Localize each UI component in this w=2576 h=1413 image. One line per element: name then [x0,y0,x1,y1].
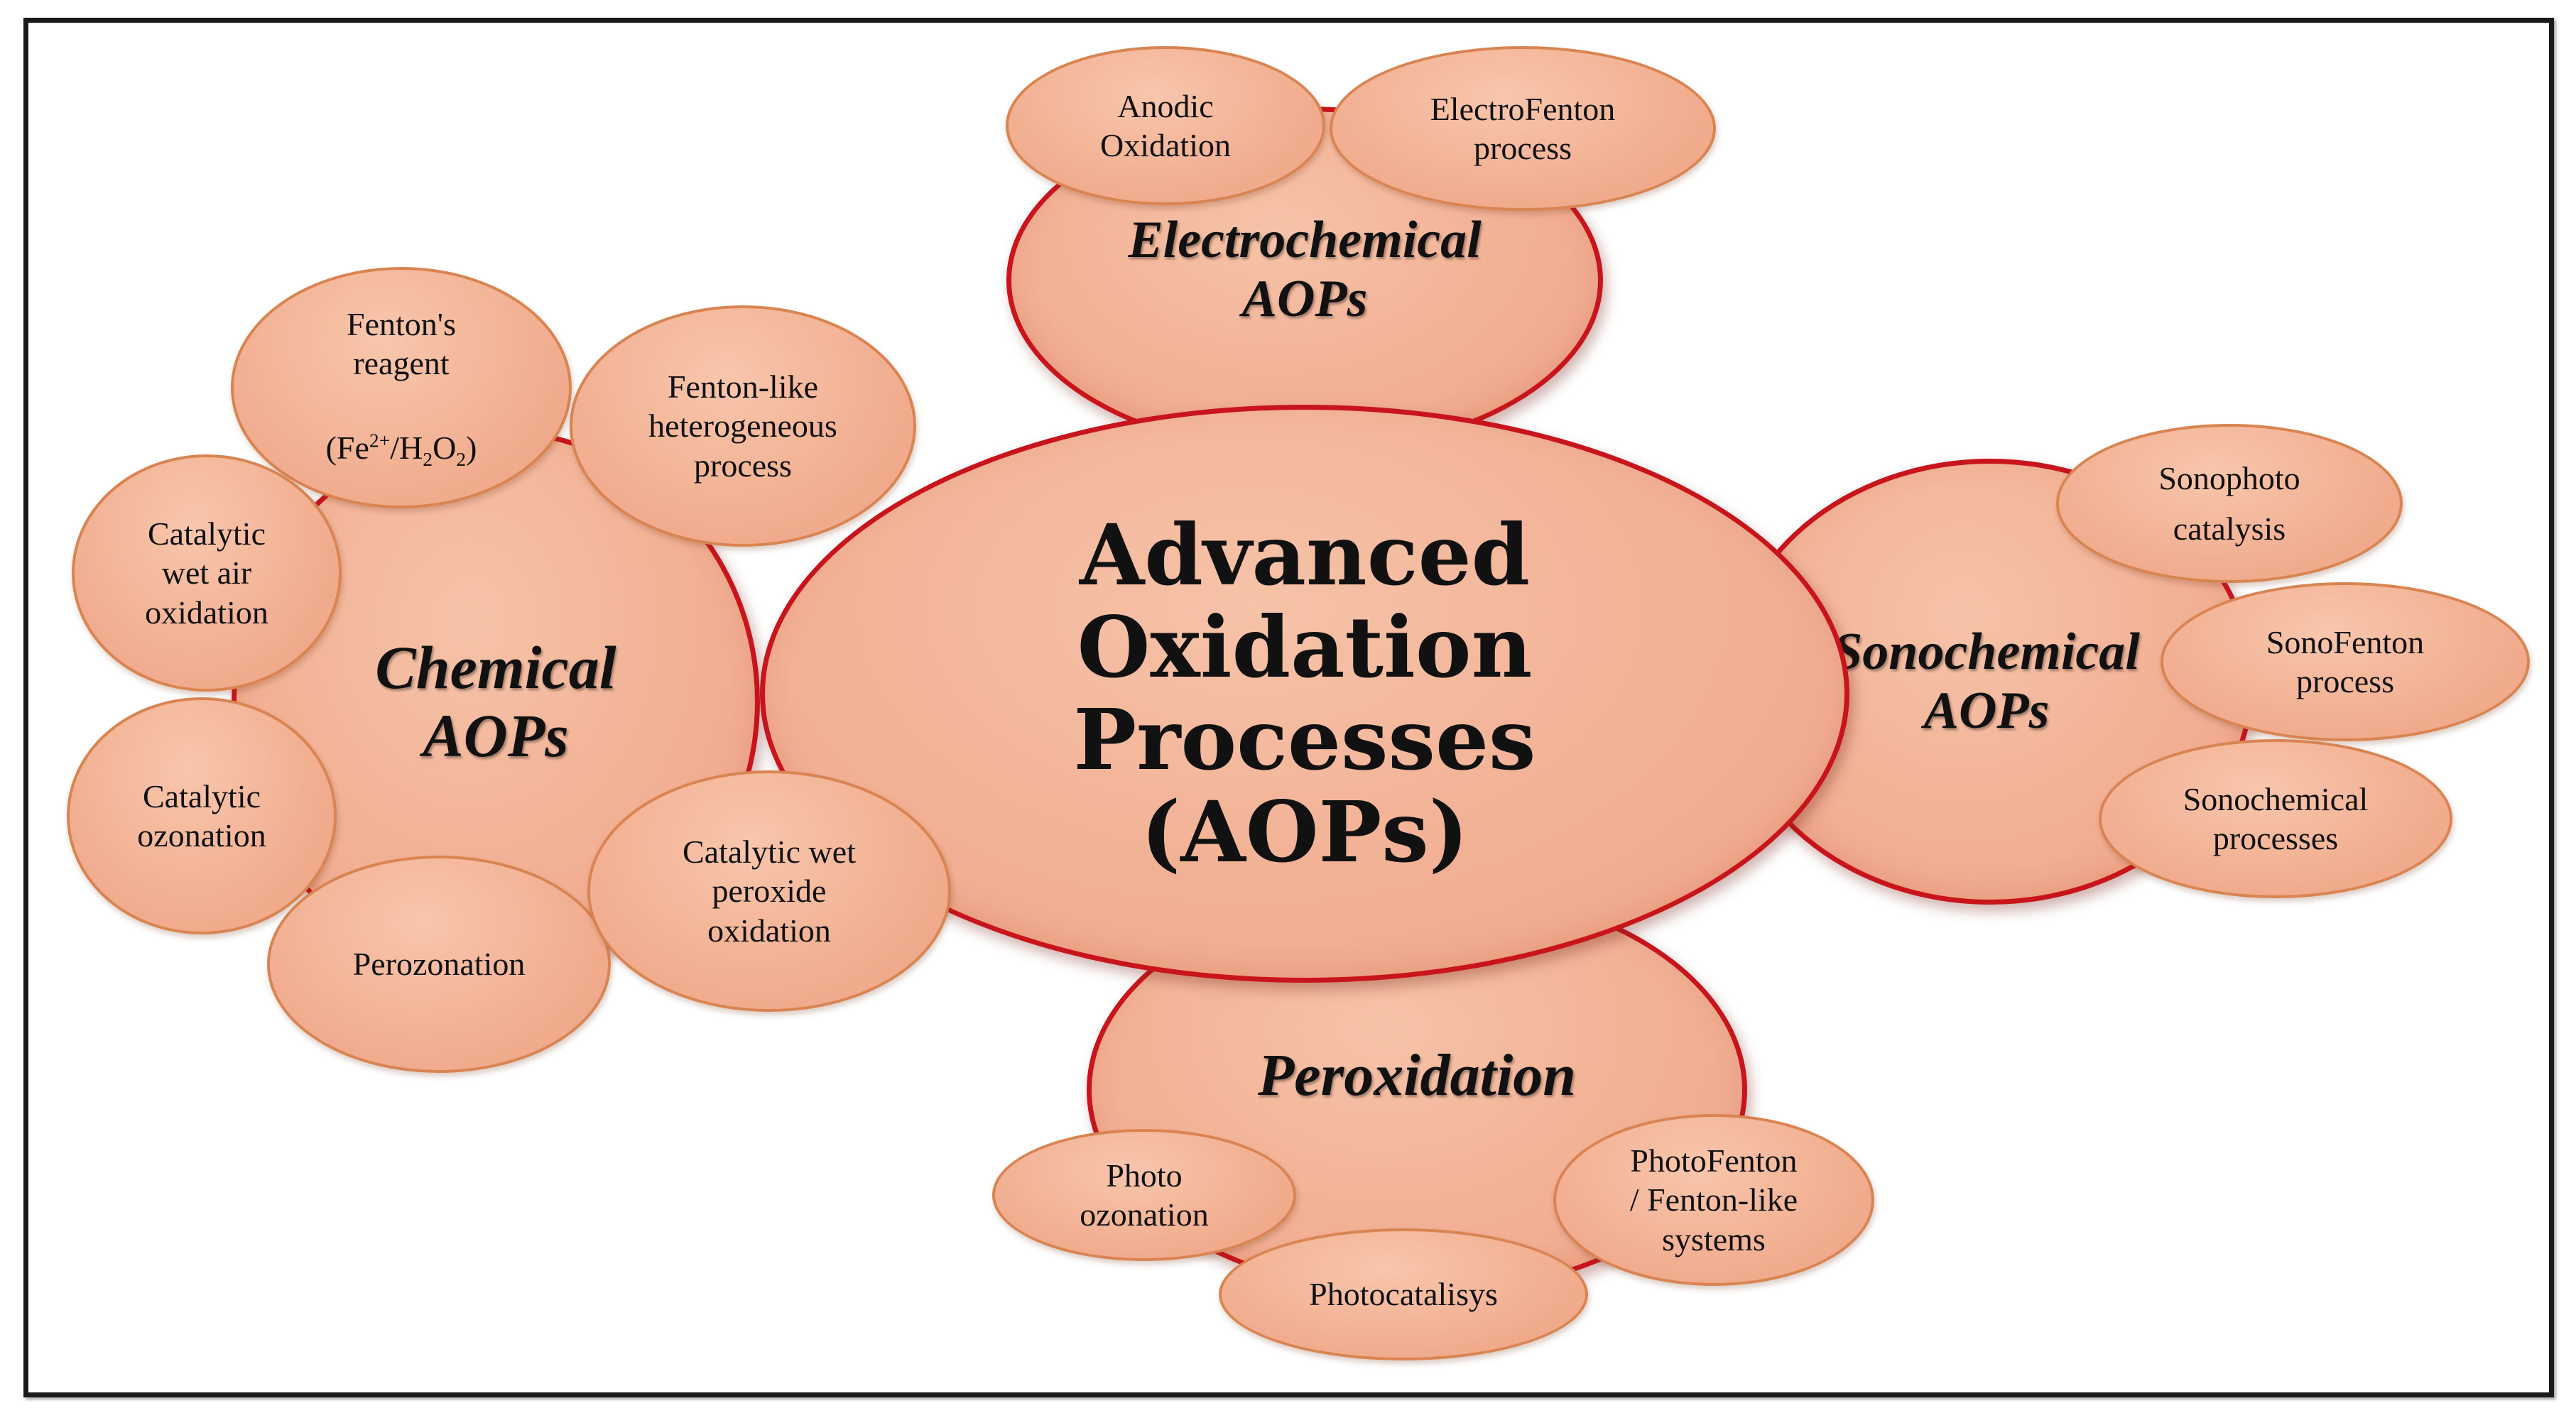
chemical-aops-label: Chemical AOPs [375,633,616,770]
sonochemical-processes-bubble: Sonochemical processes [2099,739,2452,898]
anodic-oxidation-label: Anodic Oxidation [1100,87,1231,163]
sonophoto-catalysis-bubble: Sonophoto catalysis [2056,424,2403,583]
perozonation-label: Perozonation [352,946,526,983]
fentons-reagent-label: Fenton's reagent [347,306,456,382]
fentons-reagent-bubble: Fenton's reagent (Fe2+/H2O2) [231,267,572,508]
catalytic-ozonation-label: Catalytic ozonation [137,778,266,853]
sonochemical-processes-label: Sonochemical processes [2183,780,2369,856]
peroxidation-label: Peroxidation [1257,1042,1576,1108]
fentons-reagent-formula: (Fe2+/H2O2) [325,429,477,470]
catalytic-wet-air-oxidation-bubble: Catalytic wet air oxidation [72,454,342,692]
fenton-like-heterogeneous-bubble: Fenton-like heterogeneous process [570,305,916,547]
photocatalisys-label: Photocatalisys [1309,1276,1498,1313]
aops-center-bubble: Advanced Oxidation Processes (AOPs) [760,405,1849,983]
anodic-oxidation-bubble: Anodic Oxidation [1006,46,1325,205]
photofenton-bubble: PhotoFenton / Fenton-like systems [1553,1114,1874,1286]
photocatalisys-bubble: Photocatalisys [1219,1228,1588,1360]
sonophoto-catalysis-label: Sonophoto catalysis [2158,459,2300,547]
electrochemical-aops-label: Electrochemical AOPs [1128,211,1482,328]
catalytic-ozonation-bubble: Catalytic ozonation [67,697,337,934]
electrofenton-label: ElectroFenton process [1430,90,1616,166]
catalytic-wet-air-oxidation-label: Catalytic wet air oxidation [145,515,268,631]
photofenton-label: PhotoFenton / Fenton-like systems [1629,1142,1798,1257]
sonofenton-process-label: SonoFenton process [2266,623,2425,699]
sonochemical-aops-label: Sonochemical AOPs [1833,623,2140,740]
fenton-like-heterogeneous-label: Fenton-like heterogeneous process [648,369,837,484]
figure-frame [23,18,2554,1397]
catalytic-wet-peroxide-oxidation-bubble: Catalytic wet peroxide oxidation [587,770,951,1012]
photo-ozonation-label: Photo ozonation [1080,1157,1209,1233]
perozonation-bubble: Perozonation [267,856,611,1073]
electrofenton-bubble: ElectroFenton process [1330,46,1716,211]
sonofenton-process-bubble: SonoFenton process [2161,582,2530,741]
aops-title: Advanced Oxidation Processes (AOPs) [1073,506,1536,881]
catalytic-wet-peroxide-oxidation-label: Catalytic wet peroxide oxidation [683,834,856,949]
photo-ozonation-bubble: Photo ozonation [992,1129,1296,1261]
